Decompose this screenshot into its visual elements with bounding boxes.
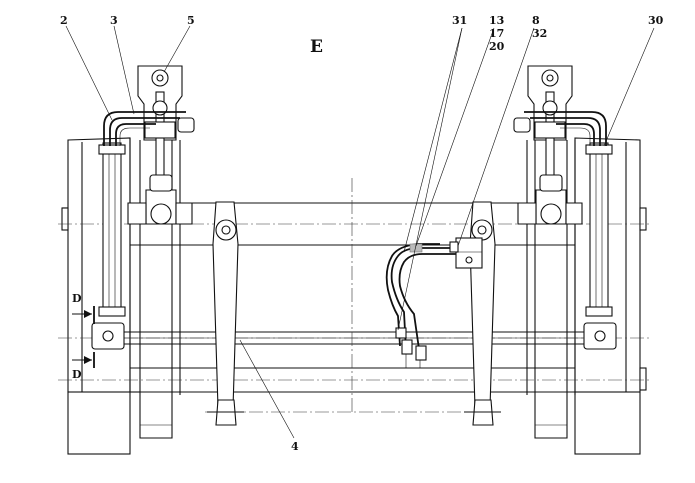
callout-3: 3 bbox=[110, 14, 118, 27]
right-hydraulic-cylinder bbox=[583, 142, 617, 350]
callout-17: 17 bbox=[489, 27, 504, 40]
tie-rod-4 bbox=[58, 331, 652, 345]
section-mark-top: D bbox=[72, 292, 95, 324]
center-hose-lines bbox=[385, 243, 458, 368]
section-label-bottom: D bbox=[72, 368, 82, 381]
right-foot bbox=[534, 391, 641, 455]
callout-4: 4 bbox=[291, 440, 299, 453]
section-label-top: D bbox=[72, 292, 82, 305]
callout-30: 30 bbox=[648, 14, 664, 27]
section-mark-bottom: D bbox=[72, 352, 95, 381]
left-hydraulic-cylinder bbox=[91, 142, 126, 350]
callout-20: 20 bbox=[489, 40, 505, 53]
left-foot bbox=[67, 391, 173, 455]
leader-lines bbox=[65, 25, 655, 439]
callout-32: 32 bbox=[532, 27, 547, 40]
lower-cross-shaft bbox=[58, 367, 652, 393]
right-side-plate bbox=[574, 137, 647, 393]
right-inner-column bbox=[526, 140, 576, 395]
right-lift-bracket bbox=[513, 65, 583, 225]
callout-2: 2 bbox=[60, 14, 68, 27]
left-lever-arm bbox=[207, 201, 244, 426]
left-lift-bracket bbox=[127, 65, 195, 225]
view-label: E bbox=[310, 37, 323, 57]
left-inner-column bbox=[129, 138, 181, 395]
callout-8: 8 bbox=[532, 14, 540, 27]
right-hose-bundle bbox=[524, 111, 607, 146]
callout-31: 31 bbox=[452, 14, 467, 27]
left-hose-bundle bbox=[103, 111, 186, 146]
callout-5: 5 bbox=[187, 14, 195, 27]
valve-block bbox=[409, 237, 483, 269]
callout-13: 13 bbox=[489, 14, 504, 27]
